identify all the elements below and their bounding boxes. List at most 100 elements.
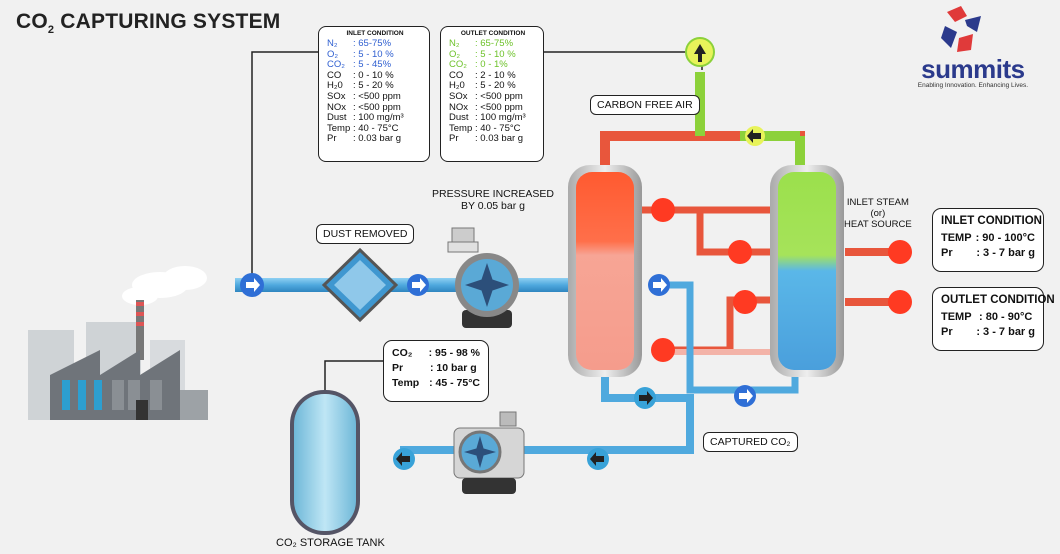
condition-value: : 10 bar g <box>430 362 477 374</box>
condition-row: O₂: 5 - 10 % <box>449 48 537 61</box>
carbon-free-air-label: CARBON FREE AIR <box>590 95 700 115</box>
condition-key: CO₂ <box>449 59 467 71</box>
condition-key: TEMP <box>941 311 972 323</box>
steam-outlet-header: OUTLET CONDITION <box>941 294 1055 306</box>
condition-row: TEMP: 90 - 100°C <box>941 231 1035 246</box>
condition-key: Dust <box>327 112 347 124</box>
condition-value: : 65-75% <box>475 38 514 49</box>
condition-key: Dust <box>449 112 469 124</box>
condition-key: CO <box>449 69 464 81</box>
condition-value: : 80 - 90°C <box>979 311 1033 323</box>
outlet-condition-box: OUTLET CONDITION N₂: 65-75%O₂: 5 - 10 %C… <box>440 26 544 162</box>
inlet-box-rows: N₂: 65-75%O₂: 5 - 10 %CO₂: 5 - 45%CO: 0 … <box>327 38 423 145</box>
condition-key: Pr <box>941 326 953 338</box>
summits-logo-mark <box>941 6 981 52</box>
condition-value: : <500 ppm <box>353 101 401 113</box>
condition-key: H₂0 <box>449 80 465 92</box>
condition-row: N₂: 65-75% <box>449 38 537 50</box>
condition-row: CO₂ : 95 - 98 % <box>392 346 480 361</box>
absorber-column <box>568 165 642 377</box>
condition-row: TEMP : 80 - 90°C <box>941 310 1035 325</box>
condition-row: CO₂: 0 - 1% <box>449 60 537 71</box>
arrow-inlet-1 <box>240 273 264 297</box>
condition-key: Pr <box>449 133 459 145</box>
condition-row: Temp: 40 - 75°C <box>327 122 423 135</box>
outlet-box-rows: N₂: 65-75%O₂: 5 - 10 %CO₂: 0 - 1%CO : 2 -… <box>449 38 537 145</box>
condition-value: : <500 ppm <box>475 90 523 102</box>
arrow-clean-air <box>745 126 765 146</box>
inlet-box-header: INLET CONDITION <box>346 30 404 37</box>
condition-row: Pr : 3 - 7 bar g <box>941 246 1035 261</box>
condition-value: : 45 - 75°C <box>429 377 480 389</box>
condition-row: O₂: 5 - 10 % <box>327 48 423 61</box>
pressure-increased-label: PRESSURE INCREASED BY 0.05 bar g <box>432 188 554 212</box>
condition-value: : 0.03 bar g <box>475 133 524 145</box>
co2-storage-tank <box>290 390 360 535</box>
pressure-line-2: BY 0.05 bar g <box>460 200 525 212</box>
logo-tagline: Enabling Innovation. Enhancing Lives. <box>917 82 1028 89</box>
condition-key: Temp <box>449 122 473 134</box>
arrow-bottom <box>734 385 756 407</box>
inlet-gas-pipe <box>235 278 570 292</box>
condition-key: H₂0 <box>327 80 343 92</box>
condition-key: SOx <box>449 90 468 102</box>
condition-value: : 90 - 100°C <box>975 232 1035 244</box>
arrow-inlet-2 <box>407 274 429 296</box>
dust-removed-label: DUST REMOVED <box>316 224 415 244</box>
condition-value: : 65-75% <box>353 38 392 49</box>
condition-value: : <500 ppm <box>353 90 401 102</box>
co2-compressor <box>453 411 525 494</box>
condition-key: Temp <box>392 377 420 389</box>
condition-key: CO <box>327 69 342 81</box>
inlet-condition-box: INLET CONDITION N₂: 65-75%O₂: 5 - 10 %CO… <box>318 26 430 162</box>
condition-row: NOx: <500 ppm <box>449 102 537 114</box>
condition-row: Pr: 0.03 bar g <box>327 134 423 145</box>
condition-key: CO₂ <box>327 59 345 71</box>
summits-logo: summits Enabling Innovation. Enhancing L… <box>918 56 1028 89</box>
condition-value: : 95 - 98 % <box>428 347 480 359</box>
regenerator-column <box>770 165 844 377</box>
logo-name: summits <box>921 54 1025 84</box>
condition-row: Pr : 0.03 bar g <box>449 134 537 145</box>
condition-row: Dust: 100 mg/m³ <box>449 113 537 124</box>
inlet-steam-line-1: INLET STEAM <box>846 197 909 208</box>
condition-row: H₂0 : 5 - 20 % <box>327 81 423 92</box>
condition-value: : 2 - 10 % <box>475 69 516 81</box>
arrow-co2-3 <box>393 448 415 470</box>
inlet-steam-line-2: (or) <box>870 208 886 219</box>
condition-row: CO: 0 - 10 % <box>327 69 423 82</box>
condition-value: : 5 - 10 % <box>353 48 394 60</box>
co2-product-box: CO₂ : 95 - 98 % Pr : 10 bar g Temp : 45 - 75°… <box>383 340 489 402</box>
inlet-steam-line-3: HEAT SOURCE <box>844 219 912 230</box>
condition-value: : 3 - 7 bar g <box>976 247 1035 259</box>
co2-box-rows: CO₂ : 95 - 98 % Pr : 10 bar g Temp : 45 - 75°… <box>392 346 480 391</box>
condition-value: : 5 - 20 % <box>353 80 394 92</box>
condition-key: SOx <box>327 90 346 102</box>
condition-row: H₂0: 5 - 20 % <box>449 81 537 92</box>
blower <box>447 227 519 328</box>
condition-key: Temp <box>327 122 351 134</box>
arrow-absorber-out <box>648 274 670 296</box>
factory-illustration <box>28 266 208 420</box>
condition-key: Pr <box>327 133 337 145</box>
storage-tank-label: CO₂ STORAGE TANK <box>276 537 385 549</box>
condition-key: Pr <box>941 247 953 259</box>
page-title: CO2 CAPTURING SYSTEM <box>16 10 281 37</box>
arrow-co2-1 <box>634 387 656 409</box>
condition-key: TEMP <box>941 232 972 244</box>
condition-value: : 100 mg/m³ <box>353 112 404 124</box>
steam-inlet-header: INLET CONDITION <box>941 215 1042 227</box>
flow-arrows <box>240 126 765 470</box>
captured-co2-label: CAPTURED CO₂ <box>703 432 798 452</box>
condition-key: CO₂ <box>392 347 413 359</box>
condition-key: Pr <box>392 362 404 374</box>
condition-row: CO : 2 - 10 % <box>449 69 537 82</box>
condition-row: Pr : 10 bar g <box>392 361 480 376</box>
condition-row: NOx: <500 ppm <box>327 101 423 114</box>
outlet-box-header: OUTLET CONDITION <box>460 30 526 37</box>
condition-value: : 5 - 10 % <box>475 48 516 60</box>
